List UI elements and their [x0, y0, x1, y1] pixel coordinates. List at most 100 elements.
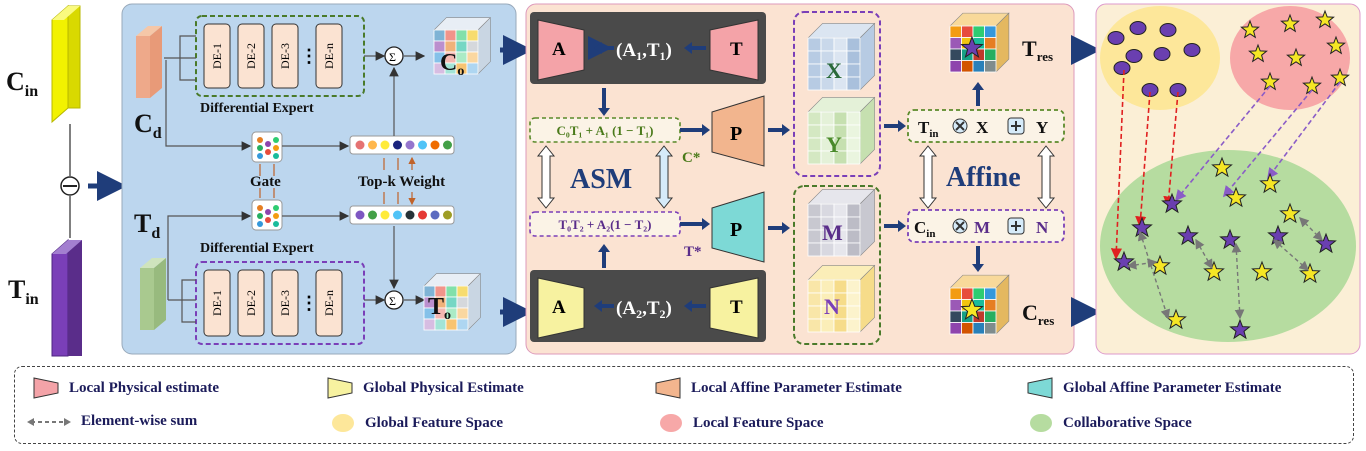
expert-group-top	[195, 15, 365, 97]
c-o-label: Co	[440, 50, 464, 79]
weight-dot	[418, 210, 427, 220]
c-d-label: Cd	[134, 109, 162, 142]
gate-network-top	[251, 131, 283, 163]
affine-label: Affine	[946, 162, 1021, 193]
y-cube	[807, 96, 876, 165]
global-feature-point	[1159, 23, 1177, 37]
t-o-cube	[423, 272, 482, 331]
star-marker	[1260, 71, 1280, 91]
pink-ellipse-icon	[660, 414, 682, 432]
ellipsis: ⋮	[300, 46, 318, 66]
expert-label: DE-3	[278, 43, 292, 69]
legend-local-space: Local Feature Space	[659, 413, 824, 433]
star-marker	[960, 35, 984, 59]
differential-expert	[271, 23, 299, 89]
sum-operator-bottom	[384, 290, 404, 310]
legend-collab-space: Collaborative Space	[1029, 413, 1192, 433]
expert-group-bottom	[195, 261, 365, 345]
expert-label: DE-3	[278, 290, 292, 316]
legend-global-affine: Global Affine Parameter Estimate	[1027, 377, 1281, 399]
diff-expert-bottom-label: Differential Expert	[200, 241, 314, 256]
ellipsis: ⋮	[300, 293, 318, 313]
asm-arrow-left	[536, 145, 556, 209]
star-marker	[1161, 192, 1183, 214]
m-cube	[807, 188, 876, 257]
local-affine-estimator-p	[711, 95, 765, 167]
asm-label: ASM	[570, 164, 632, 195]
panel-expert-module	[121, 3, 517, 355]
differential-expert	[315, 23, 343, 89]
multiply-icon	[952, 218, 968, 234]
star-marker	[1280, 13, 1300, 33]
differential-expert	[315, 269, 343, 337]
differential-expert	[203, 23, 231, 89]
t-d-slab	[140, 258, 166, 330]
n-label: N	[824, 294, 840, 319]
xy-parameter-group	[793, 11, 881, 177]
estimator-block-top	[530, 12, 766, 84]
c-o-cube	[433, 16, 492, 75]
expert-label: DE-1	[210, 43, 224, 69]
affine-arrow-right	[1036, 145, 1056, 209]
legend: Local Physical estimate Global Physical …	[14, 366, 1354, 444]
global-physical-icon	[327, 377, 353, 399]
topk-label: Top-k Weight	[358, 174, 445, 190]
star-marker	[960, 297, 984, 321]
svg-text:Σ: Σ	[389, 50, 396, 64]
t-in-label: Tin	[8, 275, 39, 308]
dashed-double-arrow-icon	[27, 417, 71, 426]
green-ellipse-icon	[1030, 414, 1052, 432]
c-star-label: C*	[682, 150, 700, 166]
weight-dot	[380, 140, 390, 150]
svg-text:Y: Y	[1036, 118, 1048, 137]
m-label: M	[822, 220, 843, 245]
c-in-label: Cin	[6, 67, 38, 100]
legend-local-physical: Local Physical estimate	[33, 377, 219, 399]
global-feature-point	[1113, 61, 1131, 75]
asm-arrow-right	[654, 145, 674, 209]
y-label: Y	[826, 132, 842, 157]
svg-text:M: M	[974, 218, 990, 237]
weight-dot	[405, 140, 415, 150]
legend-global-space: Global Feature Space	[331, 413, 503, 433]
svg-text:N: N	[1036, 218, 1049, 237]
pair-bottom: (A2,T2)	[616, 298, 672, 321]
star-marker	[1248, 43, 1268, 63]
multiply-icon	[952, 118, 968, 134]
expert-label: DE-2	[244, 290, 258, 316]
n-cube	[807, 264, 876, 333]
legend-global-physical: Global Physical Estimate	[327, 377, 524, 399]
global-affine-estimator-p	[711, 191, 765, 263]
expert-label: DE-1	[210, 290, 224, 316]
global-feature-point	[1183, 43, 1201, 57]
weight-dot	[443, 210, 452, 220]
weight-dot	[355, 210, 365, 220]
plus-icon	[1007, 217, 1025, 235]
weight-dot	[405, 210, 415, 220]
t-res-label: Tres	[1022, 36, 1053, 64]
weight-dot	[430, 210, 440, 220]
diff-expert-top-label: Differential Expert	[200, 101, 314, 116]
legend-local-affine: Local Affine Parameter Estimate	[655, 377, 902, 399]
panel-asm-affine	[525, 3, 1075, 355]
pair-top: (A1,T1)	[616, 40, 672, 63]
global-feature-point	[1129, 21, 1147, 35]
plus-icon	[1007, 117, 1025, 135]
c-res-cube	[949, 274, 1010, 335]
t-in-bar	[51, 238, 82, 357]
star-marker	[1259, 172, 1281, 194]
star-marker	[1251, 260, 1273, 282]
weight-dot	[368, 210, 377, 220]
global-physical-estimator-a-bottom	[537, 277, 585, 339]
svg-text:P: P	[730, 219, 742, 241]
estimator-block-bottom	[530, 270, 766, 342]
star-marker	[1177, 224, 1199, 246]
star-marker	[1286, 47, 1306, 67]
star-marker	[1219, 228, 1241, 250]
weight-dot	[368, 140, 377, 150]
affine-arrow-left	[918, 145, 938, 209]
global-feature-point	[1153, 47, 1171, 61]
expert-label: DE-n	[322, 290, 336, 316]
affine-eq-top	[907, 109, 1065, 143]
